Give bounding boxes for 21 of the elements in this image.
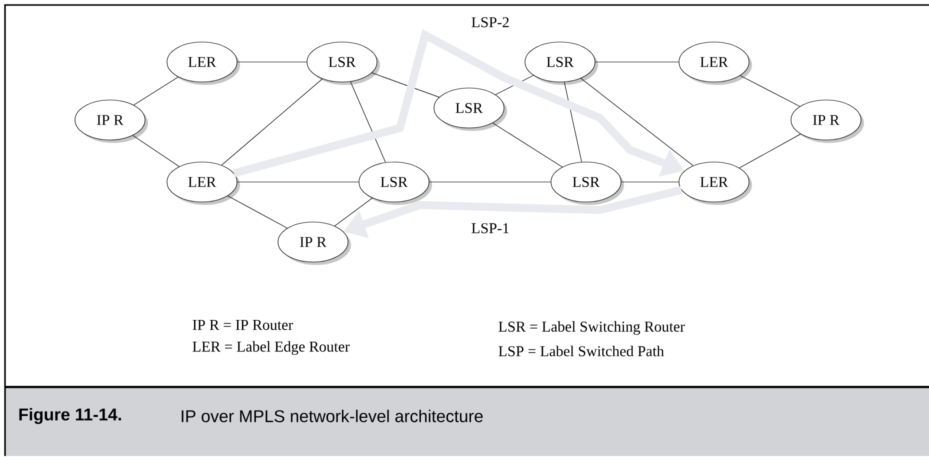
legend-text: IP R = IP Router (192, 320, 294, 330)
link-line (134, 76, 179, 106)
link-line (227, 196, 288, 228)
link-line (739, 134, 801, 168)
link-line (350, 81, 386, 163)
legend-text: LER = Label Edge Router (192, 341, 350, 355)
link-line (334, 198, 373, 226)
link-line (492, 122, 563, 168)
link-line (132, 135, 180, 167)
link-line (580, 78, 694, 166)
link-line (372, 72, 440, 98)
link-line (221, 78, 323, 166)
figure-number: Figure 11-14. (19, 408, 121, 424)
link-line (740, 75, 800, 107)
link-line (495, 75, 534, 95)
legend-text: LSR = Label Switching Router (498, 321, 685, 335)
edge-label: LSP-2 (470, 16, 511, 28)
edge-label: LSP-1 (470, 222, 511, 234)
legend-text: LSP = Label Switched Path (498, 346, 664, 356)
link-line (564, 82, 582, 162)
caption-text: IP over MPLS network-level architecture (182, 410, 483, 422)
